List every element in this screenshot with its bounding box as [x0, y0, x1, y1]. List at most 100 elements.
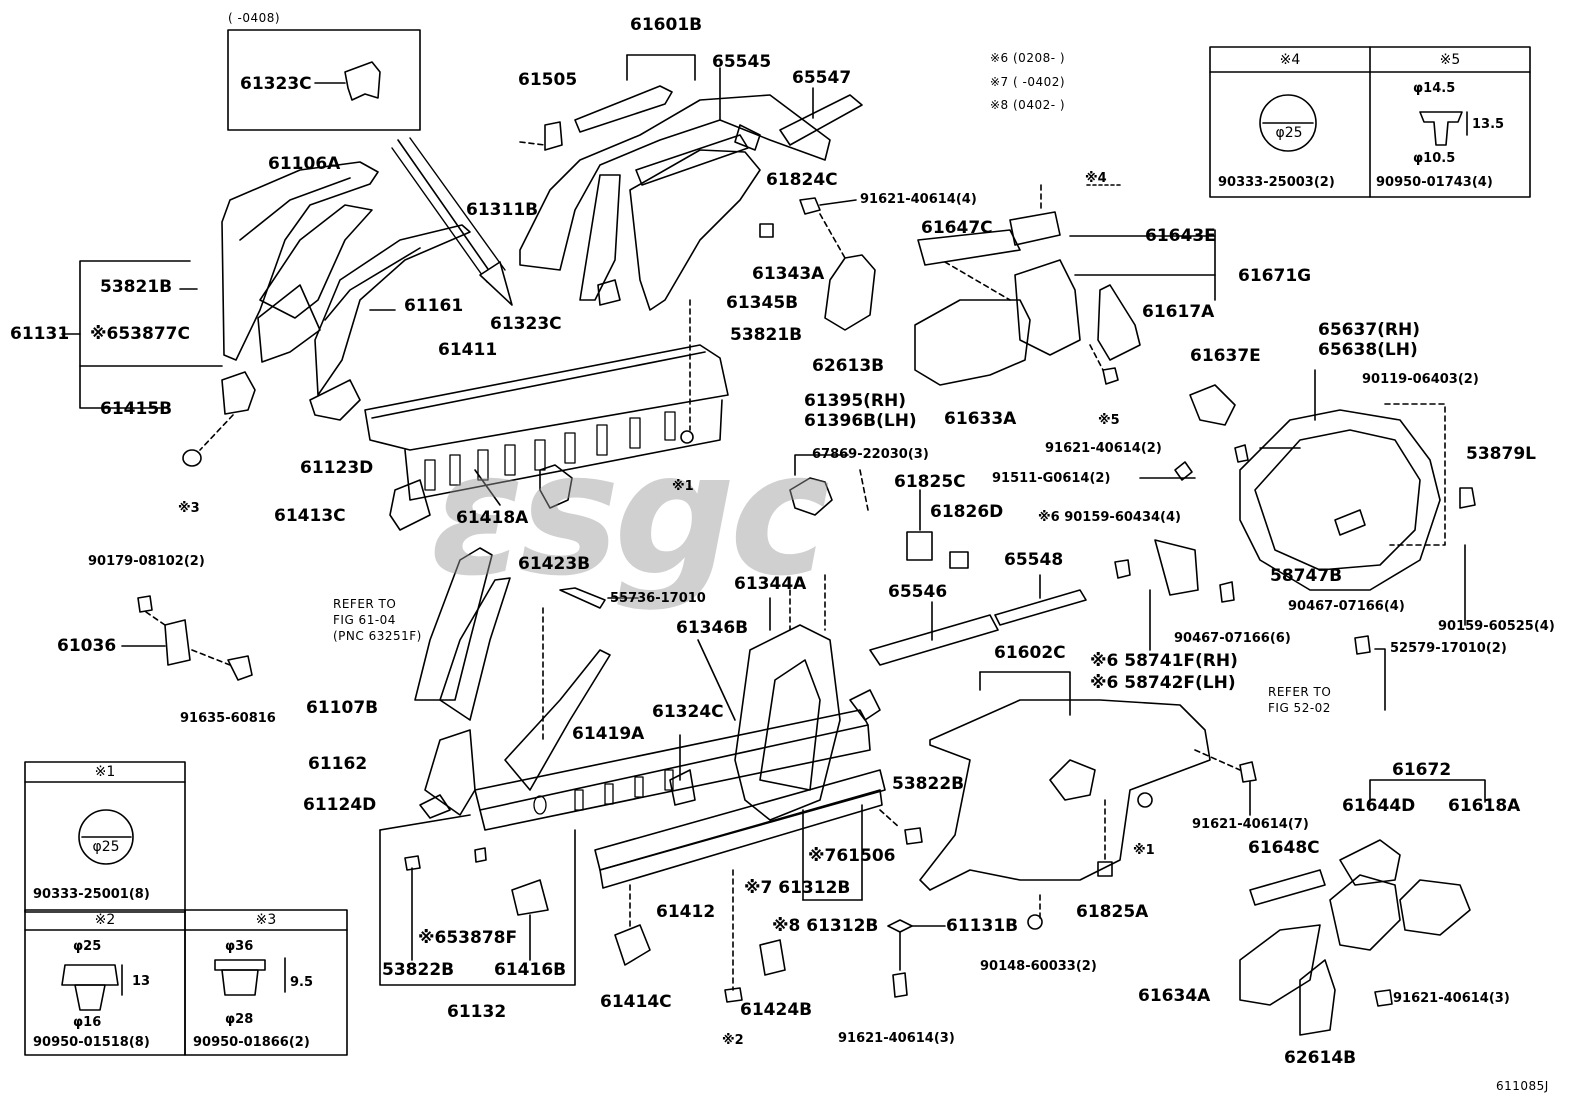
callout-53877C[interactable]: ※653877C [90, 324, 190, 344]
callout-61413C[interactable]: 61413C [274, 506, 346, 526]
callout-note1-mid[interactable]: ※1 [1133, 843, 1155, 858]
callout-61617A[interactable]: 61617A [1142, 302, 1215, 322]
callout-61602C[interactable]: 61602C [994, 643, 1066, 663]
callout-61312B-7[interactable]: ※7 61312B [744, 878, 851, 898]
callout-90148[interactable]: 90148-60033(2) [980, 959, 1097, 974]
callout-61634A[interactable]: 61634A [1138, 986, 1211, 1006]
refer-a-line2[interactable]: FIG 61-04 [333, 613, 396, 627]
callout-61412[interactable]: 61412 [656, 902, 716, 922]
callout-61601B[interactable]: 61601B [630, 15, 703, 35]
callout-55736[interactable]: 55736-17010 [610, 591, 706, 606]
callout-53822B-right[interactable]: 53822B [892, 774, 965, 794]
callout-61124D[interactable]: 61124D [303, 795, 377, 815]
callout-61123D[interactable]: 61123D [300, 458, 374, 478]
callout-65547[interactable]: 65547 [792, 68, 852, 88]
callout-91511[interactable]: 91511-G0614(2) [992, 471, 1111, 486]
callout-61825A[interactable]: 61825A [1076, 902, 1149, 922]
callout-61505[interactable]: 61505 [518, 70, 578, 90]
legend-5-part[interactable]: 90950-01743(4) [1376, 175, 1493, 190]
callout-61419A[interactable]: 61419A [572, 724, 645, 744]
callout-90159-605[interactable]: 90159-60525(4) [1438, 619, 1555, 634]
legend-4-part[interactable]: 90333-25003(2) [1218, 175, 1335, 190]
callout-53879L[interactable]: 53879L [1466, 444, 1536, 464]
callout-61648C[interactable]: 61648C [1248, 838, 1320, 858]
callout-61036[interactable]: 61036 [57, 636, 117, 656]
callout-61161[interactable]: 61161 [404, 296, 464, 316]
callout-61132[interactable]: 61132 [447, 1002, 507, 1022]
callout-61324C[interactable]: 61324C [652, 702, 724, 722]
callout-note3[interactable]: ※3 [178, 501, 200, 516]
callout-61345B[interactable]: 61345B [726, 293, 799, 313]
legend-1-part[interactable]: 90333-25001(8) [33, 887, 150, 902]
callout-61344A[interactable]: 61344A [734, 574, 807, 594]
callout-91621-mid[interactable]: 91621-40614(2) [1045, 441, 1162, 456]
callout-67869[interactable]: 67869-22030(3) [812, 447, 929, 462]
callout-61416B[interactable]: 61416B [494, 960, 567, 980]
callout-61618A[interactable]: 61618A [1448, 796, 1521, 816]
callout-61131[interactable]: 61131 [10, 324, 70, 344]
callout-note5[interactable]: ※5 [1098, 413, 1120, 428]
callout-61643E[interactable]: 61643E [1145, 226, 1216, 246]
callout-61311B[interactable]: 61311B [466, 200, 539, 220]
callout-65546[interactable]: 65546 [888, 582, 948, 602]
callout-61323C-mid[interactable]: 61323C [490, 314, 562, 334]
callout-61395[interactable]: 61395(RH) [804, 391, 906, 411]
callout-91621-3-right[interactable]: 91621-40614(3) [1393, 991, 1510, 1006]
callout-61131B[interactable]: 61131B [946, 916, 1019, 936]
callout-90159-604[interactable]: ※6 90159-60434(4) [1038, 510, 1181, 525]
callout-61418A[interactable]: 61418A [456, 508, 529, 528]
callout-61423B[interactable]: 61423B [518, 554, 591, 574]
callout-61824C[interactable]: 61824C [766, 170, 838, 190]
refer-a-line3[interactable]: (PNC 63251F) [333, 629, 422, 643]
callout-91621-top[interactable]: 91621-40614(4) [860, 192, 977, 207]
refer-b-line1[interactable]: REFER TO [1268, 685, 1332, 699]
callout-61323C-inset[interactable]: 61323C [240, 74, 312, 94]
callout-61396B[interactable]: 61396B(LH) [804, 411, 917, 431]
callout-58742F[interactable]: ※6 58742F(LH) [1090, 673, 1236, 693]
callout-58747B[interactable]: 58747B [1270, 566, 1343, 586]
callout-61633A[interactable]: 61633A [944, 409, 1017, 429]
callout-61106A[interactable]: 61106A [268, 154, 341, 174]
callout-65545[interactable]: 65545 [712, 52, 772, 72]
callout-61424B[interactable]: 61424B [740, 1000, 813, 1020]
callout-91621-7[interactable]: 91621-40614(7) [1192, 817, 1309, 832]
callout-61647C[interactable]: 61647C [921, 218, 993, 238]
callout-61672[interactable]: 61672 [1392, 760, 1452, 780]
callout-note1-top[interactable]: ※1 [672, 479, 694, 494]
callout-53878F[interactable]: ※653878F [418, 928, 518, 948]
callout-note4[interactable]: ※4 [1085, 171, 1107, 186]
callout-61825C[interactable]: 61825C [894, 472, 966, 492]
callout-58741F[interactable]: ※6 58741F(RH) [1090, 651, 1238, 671]
callout-61671G[interactable]: 61671G [1238, 266, 1312, 286]
callout-65548[interactable]: 65548 [1004, 550, 1064, 570]
callout-61343A[interactable]: 61343A [752, 264, 825, 284]
callout-61411[interactable]: 61411 [438, 340, 498, 360]
callout-53822B-left[interactable]: 53822B [382, 960, 455, 980]
callout-90467-4[interactable]: 90467-07166(4) [1288, 599, 1405, 614]
callout-53821B-left[interactable]: 53821B [100, 277, 173, 297]
callout-53821B-mid[interactable]: 53821B [730, 325, 803, 345]
refer-b-line2[interactable]: FIG 52-02 [1268, 701, 1331, 715]
callout-65637[interactable]: 65637(RH) [1318, 320, 1420, 340]
callout-62614B[interactable]: 62614B [1284, 1048, 1357, 1068]
callout-61506[interactable]: ※761506 [808, 846, 896, 866]
callout-65638[interactable]: 65638(LH) [1318, 340, 1418, 360]
legend-3-part[interactable]: 90950-01866(2) [193, 1035, 310, 1050]
callout-61107B[interactable]: 61107B [306, 698, 379, 718]
refer-a-line1[interactable]: REFER TO [333, 597, 397, 611]
callout-62613B[interactable]: 62613B [812, 356, 885, 376]
callout-61637E[interactable]: 61637E [1190, 346, 1261, 366]
callout-61414C[interactable]: 61414C [600, 992, 672, 1012]
callout-52579[interactable]: 52579-17010(2) [1390, 641, 1507, 656]
callout-91635[interactable]: 91635-60816 [180, 711, 276, 726]
callout-note2[interactable]: ※2 [722, 1033, 744, 1048]
callout-90119[interactable]: 90119-06403(2) [1362, 372, 1479, 387]
callout-91621-3-bottom[interactable]: 91621-40614(3) [838, 1031, 955, 1046]
legend-2-part[interactable]: 90950-01518(8) [33, 1035, 150, 1050]
callout-61644D[interactable]: 61644D [1342, 796, 1416, 816]
callout-61346B[interactable]: 61346B [676, 618, 749, 638]
callout-61826D[interactable]: 61826D [930, 502, 1004, 522]
callout-61312B-8[interactable]: ※8 61312B [772, 916, 879, 936]
callout-90179[interactable]: 90179-08102(2) [88, 554, 205, 569]
callout-61415B[interactable]: 61415B [100, 399, 173, 419]
